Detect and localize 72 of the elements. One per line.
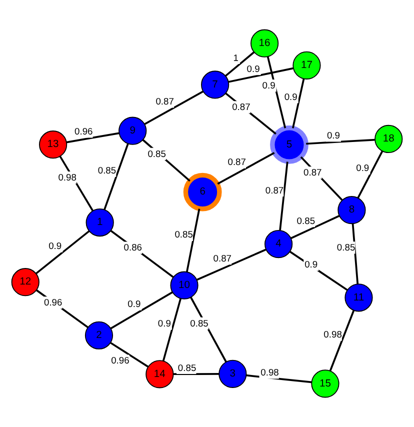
- edge-label: 0.85: [190, 318, 208, 328]
- connector: [66, 132, 120, 144]
- edge-label: 0.9: [284, 92, 298, 102]
- node-circle: 18: [374, 124, 403, 154]
- connector: [196, 248, 266, 281]
- edge-label: 0.87: [156, 96, 174, 106]
- node-circle: 4: [264, 230, 293, 258]
- connector: [104, 144, 129, 210]
- edge-label: 0.9: [326, 130, 340, 140]
- edge-label: 0.96: [111, 356, 130, 366]
- node-circle: 8: [338, 196, 366, 224]
- edge-label: 0.96: [74, 126, 93, 136]
- connector: [36, 289, 88, 328]
- edge-label: 0.85: [296, 216, 316, 226]
- connector: [144, 90, 204, 125]
- edge-label: 0.85: [174, 230, 193, 240]
- connector: [329, 310, 355, 372]
- node-circle: 10: [170, 271, 198, 300]
- edge-label: 0.87: [228, 157, 246, 168]
- edge-label: 0.9: [158, 318, 171, 328]
- connector: [306, 138, 375, 145]
- edge-label: 0.9: [304, 260, 318, 270]
- edge-label: 0.87: [232, 102, 250, 112]
- node-circle: 16: [250, 29, 279, 58]
- node-circle: 12: [11, 268, 40, 296]
- node-circle: 1: [86, 208, 114, 237]
- edge-label: 0.98: [58, 172, 76, 182]
- edge-label: 0.85: [336, 242, 356, 253]
- connector: [186, 208, 200, 272]
- edge-label: 0.86: [124, 242, 142, 253]
- node-circle: 14: [146, 360, 174, 388]
- node-circle: 3: [218, 360, 247, 388]
- edge-label: 0.87: [213, 253, 232, 264]
- edge-label: 0.98: [324, 329, 342, 340]
- node-circle: 15: [311, 370, 340, 398]
- edge-label: 0.96: [44, 298, 62, 308]
- connector: [290, 250, 348, 291]
- edge-label: 1: [233, 52, 238, 63]
- connector: [142, 139, 190, 182]
- edge-label: 0.87: [304, 168, 322, 178]
- connector: [357, 150, 384, 198]
- connector: [110, 230, 174, 278]
- edge-label: 0.9: [48, 241, 62, 252]
- edge-label: 0.98: [260, 368, 279, 378]
- edge-label: 0.9: [262, 80, 276, 90]
- connector: [228, 67, 294, 83]
- edge-label: 0.9: [128, 299, 141, 310]
- node-circle: 6: [183, 172, 222, 212]
- edge-label: 0.85: [98, 166, 116, 176]
- node-circle: 17: [292, 51, 321, 80]
- node-circle: 9: [118, 116, 147, 145]
- connector: [292, 78, 305, 128]
- connector: [225, 92, 276, 135]
- edge-label: 0.87: [265, 185, 284, 196]
- edge-label: 0.85: [148, 148, 166, 159]
- connector: [246, 374, 312, 384]
- connector: [162, 298, 182, 362]
- connector: [173, 373, 219, 376]
- connector: [266, 56, 286, 128]
- connector: [35, 230, 90, 274]
- edge-label: 0.9: [356, 163, 370, 174]
- edge-label: 0.9: [246, 64, 260, 74]
- node-circle: 7: [201, 70, 230, 99]
- node-circle: 11: [344, 284, 373, 312]
- node-circle: 2: [84, 321, 114, 350]
- connector: [59, 156, 94, 212]
- connector: [279, 162, 288, 230]
- edge-label: 0.85: [178, 362, 196, 373]
- connector: [352, 224, 359, 284]
- connector: [217, 152, 275, 185]
- node-circle: 13: [39, 130, 68, 159]
- node-circle: 5: [270, 126, 308, 164]
